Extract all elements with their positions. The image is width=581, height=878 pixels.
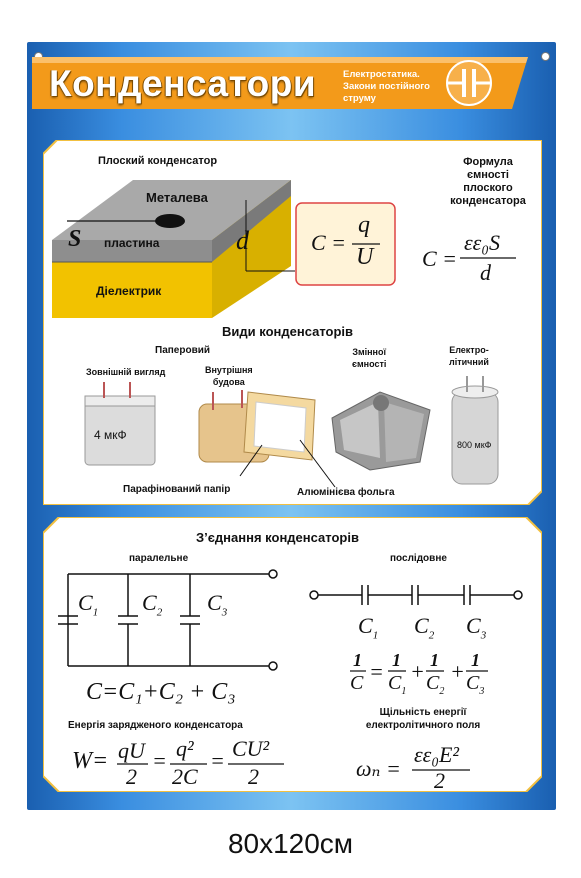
density-formula-den: 2 bbox=[434, 768, 445, 793]
area-symbol: S bbox=[68, 226, 82, 252]
mkf4-label: 4 мкФ bbox=[94, 428, 127, 442]
rivet-right bbox=[541, 52, 550, 61]
capacitor-logo-icon bbox=[446, 60, 492, 106]
capacitance-formula-title: Формула ємності плоского конденсатора bbox=[450, 156, 526, 207]
series-c1: C1 bbox=[358, 613, 379, 642]
cap-formula-den: d bbox=[480, 260, 491, 285]
inner-structure-label: Внутрішня будова bbox=[205, 365, 253, 387]
density-formula-lhs: ωₙ = bbox=[356, 756, 401, 781]
variable-capacitor-icon bbox=[331, 391, 431, 471]
paper-capacitor-icon bbox=[84, 382, 156, 466]
connection-title: З’єднання конденсаторів bbox=[196, 530, 359, 545]
mkf800-label: 800 мкФ bbox=[457, 440, 492, 450]
distance-symbol: d bbox=[236, 226, 249, 255]
fraction-lines bbox=[117, 243, 516, 771]
cap-formula-num: εε₀S bbox=[464, 230, 500, 255]
parallel-formula: C=C₁+C₂ + C₃ bbox=[86, 679, 236, 705]
paper-inner-structure-icon bbox=[198, 390, 316, 463]
electrolytic-capacitor-icon bbox=[451, 376, 499, 485]
variable-type-label: Змінної ємності bbox=[352, 347, 387, 369]
header-subtitle: Електростатика. Закони постійного струму bbox=[343, 69, 430, 104]
page-title: Конденсатори bbox=[49, 63, 317, 104]
parallel-c3: C3 bbox=[207, 590, 228, 619]
density-title: Щільність енергії електролітичного поля bbox=[365, 707, 481, 731]
paraffin-paper-label: Парафінований папір bbox=[123, 484, 231, 495]
box-formula-den: U bbox=[356, 244, 374, 270]
parallel-circuit bbox=[58, 569, 278, 671]
poster-size-label: 80x120см bbox=[227, 828, 354, 859]
outer-view-label: Зовнішній вигляд bbox=[86, 367, 166, 377]
series-c2: C2 bbox=[414, 613, 435, 642]
capacitor-types-title: Види конденсаторів bbox=[222, 324, 353, 339]
series-circuit bbox=[309, 585, 523, 605]
series-label: послідовне bbox=[390, 553, 447, 564]
paper-type-label: Паперовий bbox=[155, 345, 211, 356]
box-formula-lhs: C = bbox=[311, 230, 347, 255]
header-banner bbox=[32, 57, 528, 109]
plate-label: пластина bbox=[104, 236, 160, 250]
parallel-c1: C1 bbox=[78, 590, 99, 619]
energy-title: Енергія зарядженого конденсатора bbox=[68, 720, 243, 731]
dielectric-label: Діелектрик bbox=[96, 284, 162, 298]
aluminum-foil-label: Алюмінієва фольга bbox=[297, 487, 395, 498]
box-formula-num: q bbox=[358, 212, 370, 238]
electrolytic-type-label: Електро- літичний bbox=[449, 345, 489, 367]
flat-capacitor-illustration bbox=[52, 180, 295, 318]
density-formula-num: εε₀E² bbox=[414, 742, 460, 767]
metal-label: Металева bbox=[146, 190, 208, 205]
parallel-label: паралельне bbox=[129, 553, 189, 564]
series-c3: C3 bbox=[466, 613, 487, 642]
cap-formula-lhs: C = bbox=[422, 246, 458, 271]
formula-box bbox=[295, 202, 396, 286]
flat-capacitor-title: Плоский конденсатор bbox=[98, 155, 218, 167]
parallel-c2: C2 bbox=[142, 590, 163, 619]
